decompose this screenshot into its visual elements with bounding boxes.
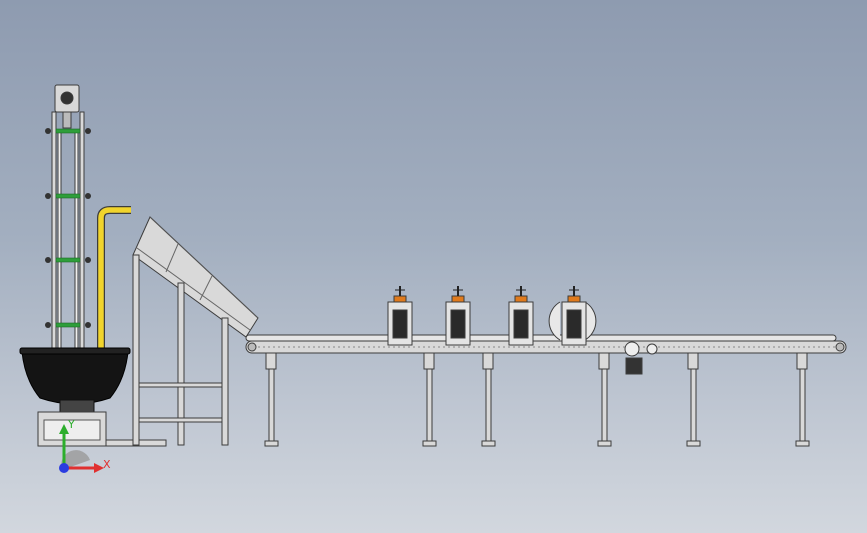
- feeder-neck: [59, 399, 95, 413]
- elevator-shaft: [62, 111, 72, 129]
- elevator-inner-rail-left: [57, 129, 62, 356]
- rung: [55, 322, 81, 328]
- conveyor-leg: [597, 352, 612, 447]
- x-axis-label: X: [103, 458, 111, 471]
- conveyor-leg: [481, 352, 496, 447]
- hopper-leg: [177, 282, 185, 446]
- conveyor-leg: [686, 352, 701, 447]
- triad-plane: [61, 450, 90, 470]
- elevator-rail-right: [79, 111, 85, 358]
- press-station: [387, 286, 413, 346]
- elevator-green-rungs: [55, 128, 81, 328]
- elevator-motor-icon: [60, 91, 74, 105]
- conveyor-end-roller: [247, 342, 257, 352]
- vertical-elevator: [51, 84, 85, 358]
- conveyor-legs: [264, 352, 810, 447]
- conveyor-drive: [624, 341, 658, 375]
- drive-motor: [625, 357, 643, 375]
- y-axis-arrowhead: [59, 424, 69, 434]
- rung: [55, 128, 81, 134]
- press-station: [508, 286, 534, 346]
- rung: [55, 257, 81, 263]
- hopper-leg: [132, 254, 140, 446]
- press-stations: [387, 286, 597, 346]
- conveyor-belt-top: [245, 334, 837, 342]
- conveyor-leg: [422, 352, 437, 447]
- feeder-bowl: [21, 351, 129, 405]
- hopper-brace: [138, 382, 223, 388]
- z-axis-dot: [59, 463, 69, 473]
- elevator-rail-left: [51, 111, 57, 358]
- x-axis-arrowhead: [94, 463, 104, 473]
- axis-triad: X Y: [59, 418, 111, 473]
- yellow-pipe-outline: [97, 206, 131, 350]
- drive-pulley: [646, 343, 658, 355]
- conveyor-leg: [795, 352, 810, 447]
- drive-pulley: [624, 341, 640, 357]
- press-guard: [584, 301, 597, 341]
- yellow-pipe: [98, 207, 131, 350]
- press-station: [445, 286, 471, 346]
- elevator-bolts: [45, 128, 91, 328]
- feeder-base-panel: [43, 419, 101, 441]
- rung: [55, 193, 81, 199]
- hopper-leg: [221, 317, 229, 446]
- hopper-chute: [132, 216, 259, 338]
- conveyor-frame: [245, 340, 847, 354]
- press-guard: [548, 301, 561, 341]
- feeder-bowl-rim: [19, 347, 131, 355]
- y-axis-label: Y: [67, 418, 75, 431]
- conveyor-leg: [264, 352, 279, 447]
- hopper-brace: [138, 417, 223, 423]
- conveyor: [245, 334, 847, 354]
- inclined-hopper: [132, 216, 259, 446]
- elevator-inner-rail-right: [74, 129, 79, 356]
- press-station: [548, 286, 597, 346]
- conveyor-end-roller: [835, 342, 845, 352]
